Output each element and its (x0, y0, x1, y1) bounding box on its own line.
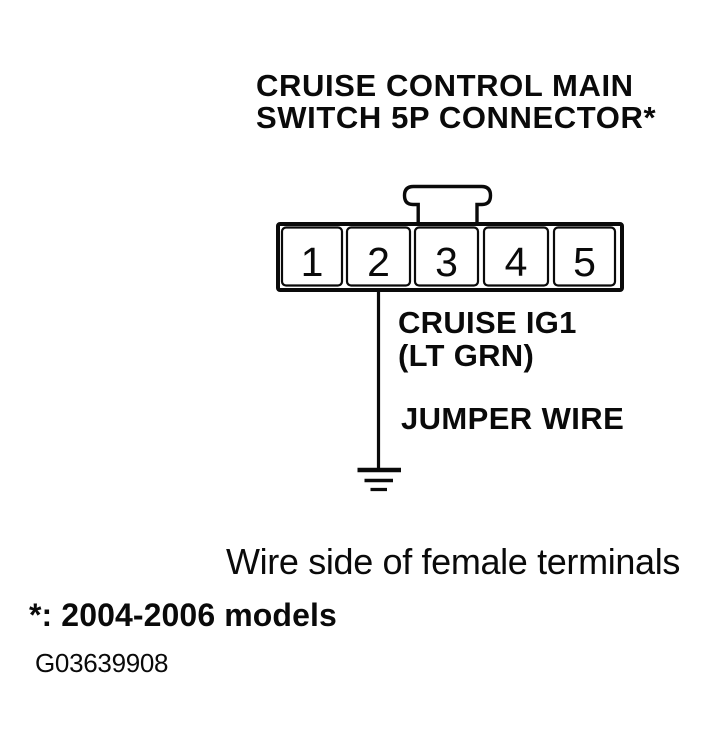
pin-number-5: 5 (573, 239, 596, 285)
pin-cavity-4 (482, 226, 550, 287)
pin-number-4: 4 (505, 239, 528, 285)
wire-color-label-line-2: (LT GRN) (398, 338, 535, 373)
wire-color-label: CRUISE IG1 (LT GRN) (398, 306, 577, 372)
jumper-wire-label: JUMPER WIRE (401, 401, 625, 436)
connector-lock-tab-icon (402, 184, 493, 224)
pin-cavity-3 (413, 226, 480, 287)
ground-symbol-icon (357, 467, 401, 492)
connector-body-outline (276, 222, 624, 292)
footnote: *: 2004-2006 models (29, 597, 337, 633)
diagram-title-line-2: SWITCH 5P CONNECTOR* (256, 99, 657, 135)
diagram-title: CRUISE CONTROL MAIN SWITCH 5P CONNECTOR* (256, 70, 656, 133)
pin-number-3: 3 (435, 239, 458, 285)
pin-cavity-1 (280, 226, 344, 287)
document-number: G03639908 (35, 648, 169, 678)
pin-cavity-2 (345, 226, 412, 287)
pin-number-2: 2 (367, 239, 390, 285)
caption: Wire side of female terminals (226, 541, 681, 582)
pin-number-1: 1 (301, 239, 324, 285)
pin-cavity-5 (552, 226, 617, 287)
diagram-title-line-1: CRUISE CONTROL MAIN (256, 68, 634, 103)
wire-color-label-line-1: CRUISE IG1 (398, 305, 577, 340)
